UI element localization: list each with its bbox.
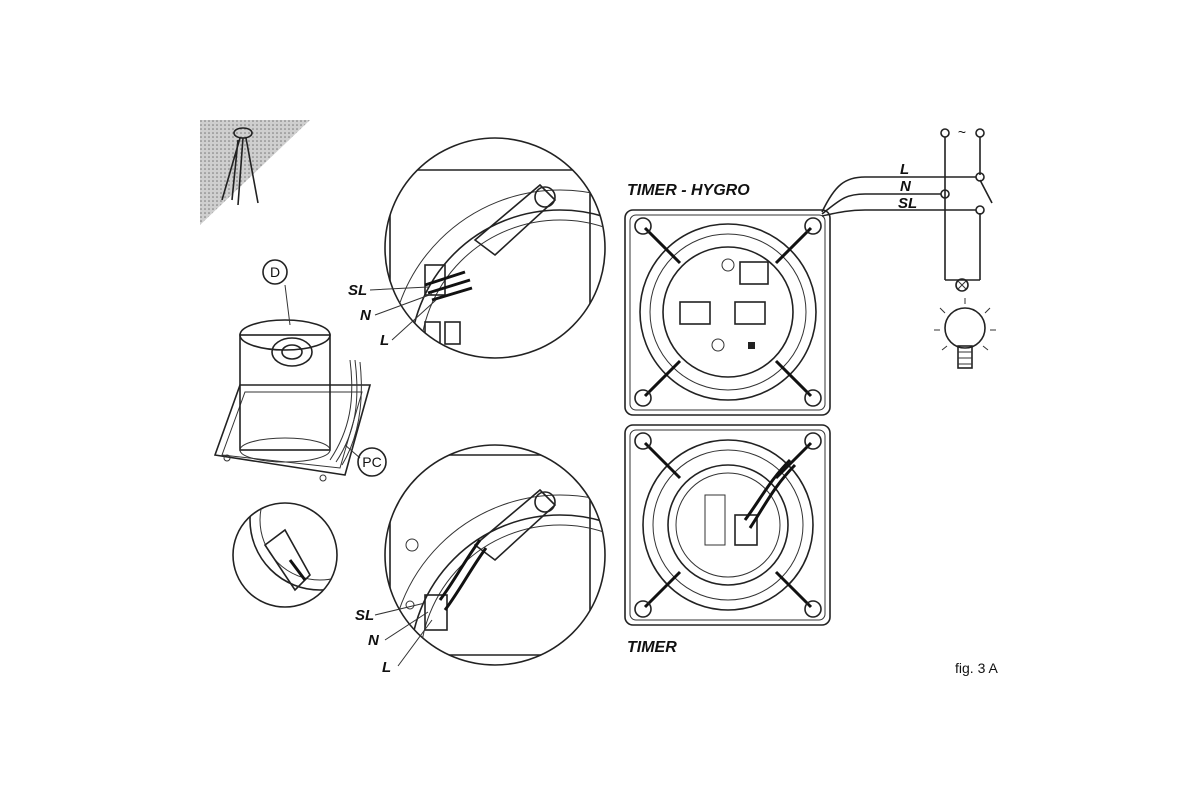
bottom-label-sl: SL [355,607,374,624]
ceiling-icon [200,120,310,225]
wiring-schematic: ~ L N SL [821,124,996,369]
timer-hygro-title: TIMER - HYGRO [627,182,750,199]
wire-label-n: N [900,178,912,195]
top-label-n: N [360,307,372,324]
top-label-l: L [380,332,389,349]
label-duct: D [270,264,280,280]
supply-symbol: ~ [958,124,966,140]
timer-panel: TIMER [624,424,831,656]
figure-caption: fig. 3 A [955,660,998,676]
lamp-symbol-icon [955,278,969,292]
light-bulb-icon [934,298,996,369]
top-label-sl: SL [348,282,367,299]
clip-detail-circle [232,502,338,608]
timer-title: TIMER [627,639,677,656]
wire-label-l: L [900,161,909,178]
bottom-label-n: N [368,632,380,649]
bottom-wiring-detail: SL N L [355,444,606,676]
label-cable: PC [362,454,381,470]
timer-hygro-panel: TIMER - HYGRO [624,182,831,416]
top-wiring-detail: SL N L [348,137,606,359]
fan-unit-illustration: D PC [213,259,387,482]
wire-label-sl: SL [898,195,917,212]
bottom-label-l: L [382,659,391,676]
